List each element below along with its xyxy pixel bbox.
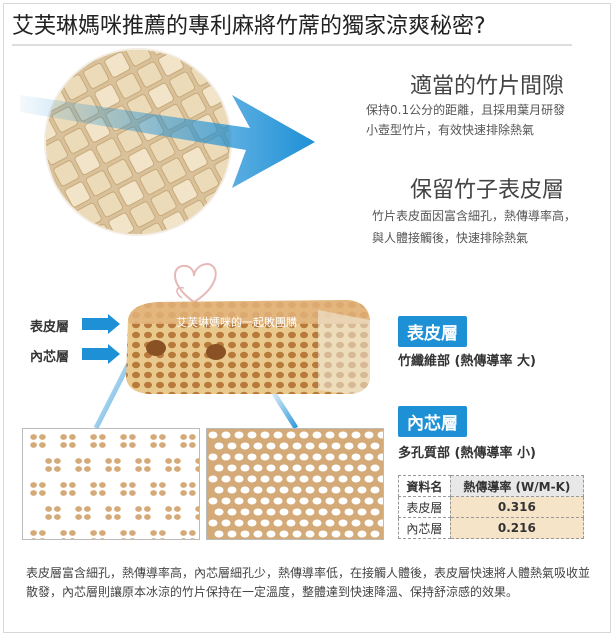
bamboo-mat-closeup-image <box>44 48 232 236</box>
skin-desc-line-2: 與人體接觸後，快速排除熱氣 <box>372 231 529 245</box>
surface-badge-desc: 竹纖維部 (熱傳導率 大) <box>398 354 536 369</box>
gap-desc-line-2: 小壺型竹片，有效快速排除熱氣 <box>366 123 535 137</box>
table-cell: 內芯層 <box>398 517 451 539</box>
core-pore-pattern <box>206 428 384 540</box>
skin-heading: 保留竹子表皮層 <box>410 178 565 203</box>
surface-layer-label: 表皮層 <box>30 320 70 335</box>
core-badge: 內芯層 <box>398 406 467 437</box>
table-cell: 0.316 <box>449 496 585 518</box>
core-badge-desc: 多孔質部 (熱傳導率 小) <box>398 446 536 461</box>
table-row: 表皮層 0.316 <box>398 496 585 518</box>
watermark-text: 艾芙琳媽咪的一起敗團購 <box>176 316 297 329</box>
title-divider <box>12 44 572 46</box>
gap-desc-line-1: 保持0.1公分的距離，且採用葉月研發 <box>366 103 566 117</box>
page-frame <box>3 3 611 633</box>
bamboo-piece-image <box>126 300 370 394</box>
skin-desc-line-1: 竹片表皮面因富含細孔，熱傳導率高， <box>372 209 577 223</box>
table-row: 內芯層 0.216 <box>398 517 585 539</box>
table-header-value: 熱傳導率 (W/M-K) <box>449 475 585 497</box>
surface-pore-pattern <box>22 428 200 540</box>
core-layer-label: 內芯層 <box>30 350 70 365</box>
surface-badge: 表皮層 <box>398 316 467 347</box>
gap-heading: 適當的竹片間隙 <box>410 74 565 99</box>
summary-paragraph: 表皮層富含細孔，熱傳導率高，內芯層細孔少，熱傳導率低，在接觸人體後，表皮層快速將… <box>26 566 591 599</box>
thermal-conductivity-table: 資料名 熱傳導率 (W/M-K) 表皮層 0.316 內芯層 0.216 <box>398 475 585 539</box>
heart-icon <box>174 262 217 304</box>
table-cell: 表皮層 <box>398 496 451 518</box>
page-title: 艾芙琳媽咪推薦的專利麻將竹蓆的獨家涼爽秘密? <box>12 14 486 39</box>
table-header-name: 資料名 <box>398 475 451 497</box>
table-cell: 0.216 <box>449 517 585 539</box>
